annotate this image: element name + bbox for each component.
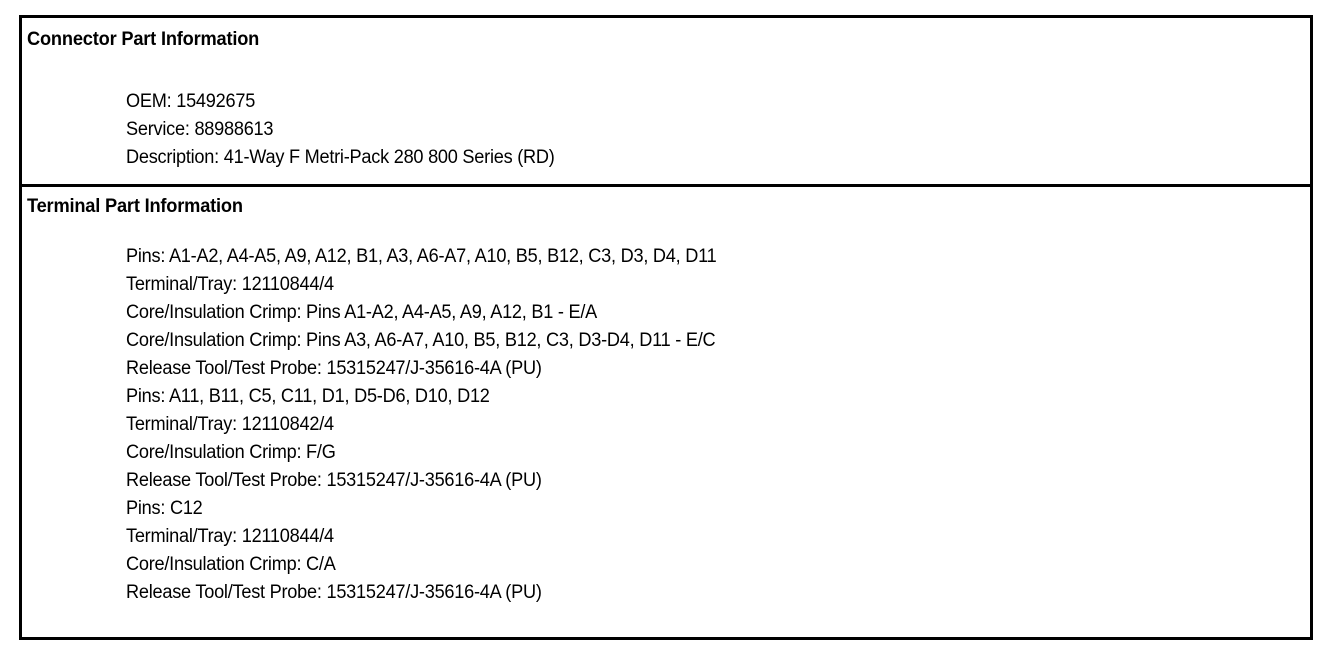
part-information-table: Connector Part Information OEM: 15492675…	[19, 15, 1313, 640]
connector-section-title: Connector Part Information	[27, 29, 260, 50]
detail-line-crimp-group1a: Core/Insulation Crimp: Pins A1-A2, A4-A5…	[126, 302, 598, 323]
detail-line-service: Service: 88988613	[126, 119, 274, 140]
detail-line-pins-group1: Pins: A1-A2, A4-A5, A9, A12, B1, A3, A6-…	[126, 246, 717, 267]
detail-line-release-tool-group1: Release Tool/Test Probe: 15315247/J-3561…	[126, 358, 542, 379]
detail-line-crimp-group2: Core/Insulation Crimp: F/G	[126, 442, 336, 463]
detail-line-terminal-tray-group1: Terminal/Tray: 12110844/4	[126, 274, 334, 295]
detail-line-description: Description: 41-Way F Metri-Pack 280 800…	[126, 147, 555, 168]
connector-detail-list: OEM: 15492675 Service: 88988613 Descript…	[126, 88, 575, 172]
detail-line-crimp-group1b: Core/Insulation Crimp: Pins A3, A6-A7, A…	[126, 330, 716, 351]
detail-line-crimp-group3: Core/Insulation Crimp: C/A	[126, 554, 336, 575]
detail-line-release-tool-group2: Release Tool/Test Probe: 15315247/J-3561…	[126, 470, 542, 491]
terminal-detail-list: Pins: A1-A2, A4-A5, A9, A12, B1, A3, A6-…	[126, 243, 744, 607]
detail-line-terminal-tray-group3: Terminal/Tray: 12110844/4	[126, 526, 334, 547]
detail-line-release-tool-group3: Release Tool/Test Probe: 15315247/J-3561…	[126, 582, 542, 603]
detail-line-pins-group3: Pins: C12	[126, 498, 203, 519]
connector-part-information-section: Connector Part Information OEM: 15492675…	[22, 18, 1310, 187]
terminal-section-title: Terminal Part Information	[27, 196, 243, 217]
detail-line-oem: OEM: 15492675	[126, 91, 256, 112]
detail-line-terminal-tray-group2: Terminal/Tray: 12110842/4	[126, 414, 334, 435]
detail-line-pins-group2: Pins: A11, B11, C5, C11, D1, D5-D6, D10,…	[126, 386, 490, 407]
terminal-part-information-section: Terminal Part Information Pins: A1-A2, A…	[22, 187, 1310, 637]
